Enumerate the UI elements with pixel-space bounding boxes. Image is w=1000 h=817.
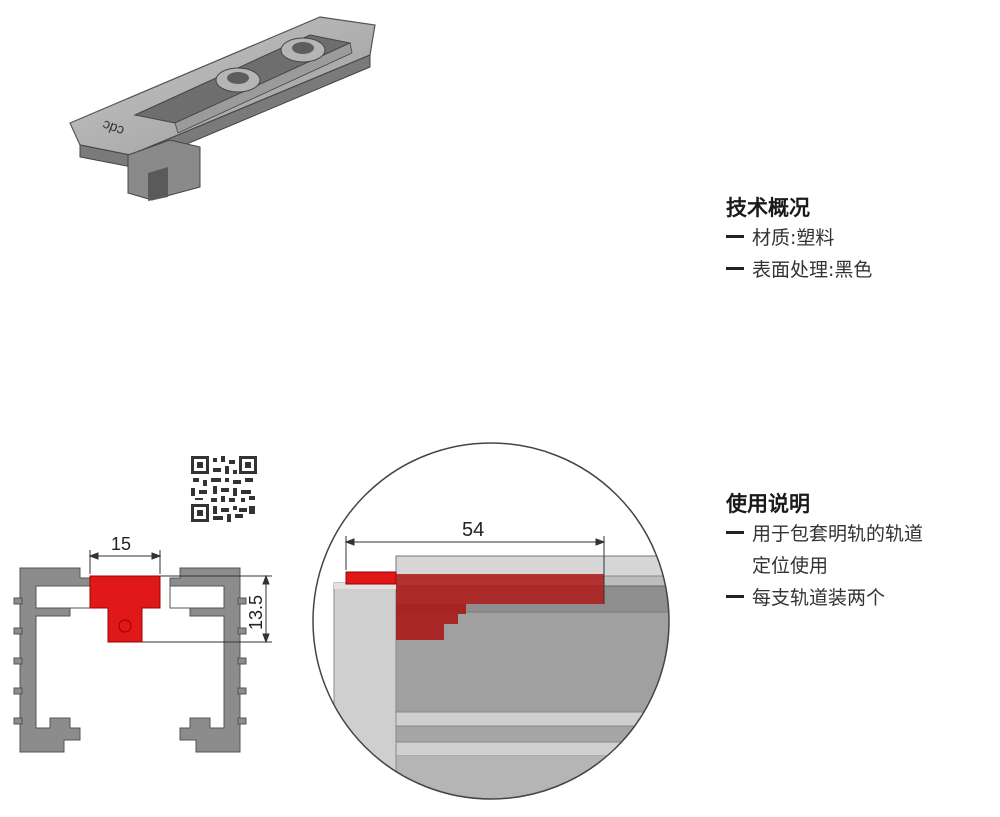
usage-item-2: 每支轨道装两个 xyxy=(726,582,923,614)
qr-code[interactable] xyxy=(191,456,257,522)
dim-length-label: 54 xyxy=(462,519,484,541)
product-render: ᴐpᴐ xyxy=(69,16,376,201)
usage-instructions: 使用说明 用于包套明轨的轨道 定位使用 每支轨道装两个 xyxy=(726,490,923,614)
detail-view: 54 xyxy=(312,442,670,800)
dim-width-label: 15 xyxy=(111,534,131,554)
tech-item-finish: 表面处理:黑色 xyxy=(726,254,872,286)
usage-title: 使用说明 xyxy=(726,492,810,516)
tech-overview: 技术概况 材质:塑料 表面处理:黑色 xyxy=(726,194,872,286)
connector-part-detail xyxy=(345,571,604,640)
usage-item-1: 用于包套明轨的轨道 xyxy=(726,518,923,550)
cross-section-drawing: 15 13.5 xyxy=(13,534,272,753)
usage-item-1-cont: 定位使用 xyxy=(752,555,829,577)
dim-height-label: 13.5 xyxy=(246,595,266,630)
tech-item-material: 材质:塑料 xyxy=(726,222,872,254)
product-logo: ᴐpᴐ xyxy=(101,115,127,137)
tech-title: 技术概况 xyxy=(726,196,810,220)
